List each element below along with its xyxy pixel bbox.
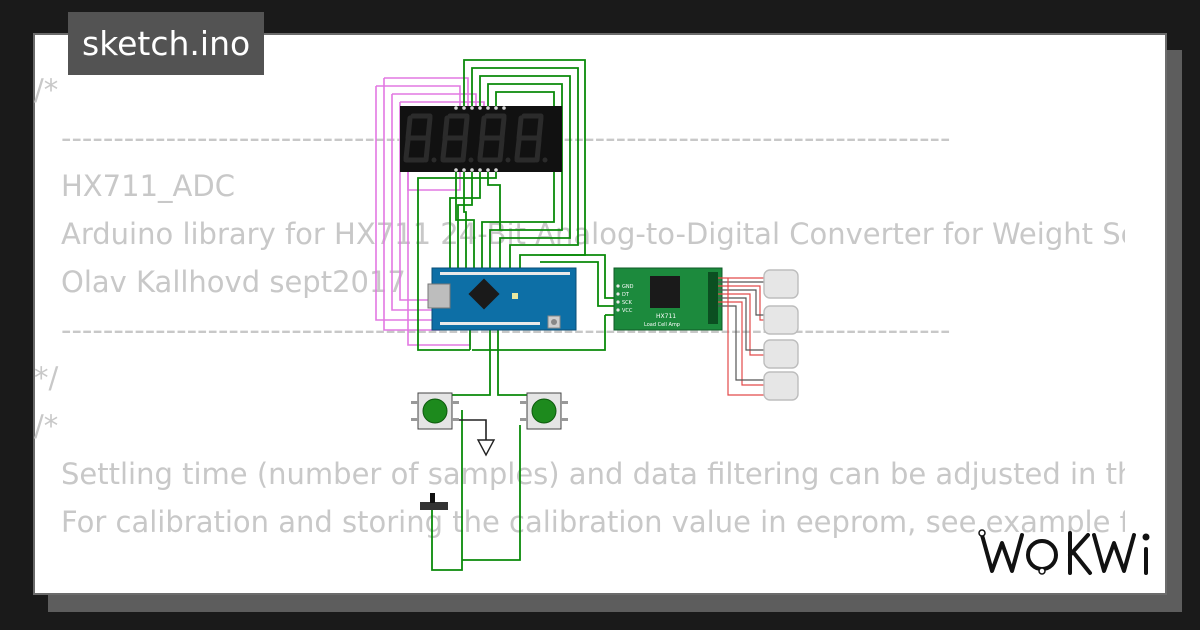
code-line: Olav Kallhovd sept2017 bbox=[61, 265, 406, 299]
hx711-pin-dt: DT bbox=[622, 292, 630, 298]
display-segment bbox=[405, 115, 413, 141]
green-wires bbox=[417, 59, 616, 571]
arduino-nano bbox=[427, 267, 577, 331]
code-line: Arduino library for HX711 24-Bit Analog-… bbox=[61, 217, 1125, 251]
wokwi-logo bbox=[978, 529, 1150, 575]
display-segment bbox=[460, 137, 468, 163]
code-line: HX711_ADC bbox=[61, 169, 235, 203]
display-segment bbox=[462, 115, 470, 141]
pushbutton-right bbox=[520, 392, 568, 430]
display-segment bbox=[514, 137, 522, 161]
seven-segment-display bbox=[400, 106, 562, 172]
display-segment bbox=[403, 137, 411, 161]
hx711-caption: Load Cell Amp bbox=[644, 322, 680, 328]
code-line: /* bbox=[34, 73, 59, 107]
display-segment bbox=[516, 115, 524, 141]
display-segment bbox=[534, 137, 542, 163]
display-decimal-point bbox=[542, 157, 548, 163]
display-segment bbox=[499, 115, 507, 141]
load-cell-wires bbox=[718, 277, 770, 396]
slide-switch bbox=[420, 493, 448, 510]
code-line: /* bbox=[34, 409, 59, 443]
hx711-pin-gnd: GND bbox=[622, 284, 634, 290]
code-line: */ bbox=[34, 361, 59, 395]
display-decimal-point bbox=[468, 157, 474, 163]
code-line: For calibration and storing the calibrat… bbox=[61, 505, 1125, 539]
hx711-module: GND DT SCK VCC HX711 Load Cell Amp bbox=[613, 267, 723, 331]
display-segment bbox=[536, 115, 544, 141]
display-segment bbox=[497, 137, 505, 163]
display-segment bbox=[423, 137, 431, 163]
hx711-pin-sck: SCK bbox=[622, 300, 633, 306]
code-line: Settling time (number of samples) and da… bbox=[61, 457, 1125, 491]
display-segment bbox=[425, 115, 433, 141]
code-editor: /*--------------------------------------… bbox=[34, 66, 1134, 546]
pushbutton-left bbox=[411, 392, 459, 430]
display-segment bbox=[479, 115, 487, 141]
display-segment bbox=[440, 137, 448, 161]
preview-card bbox=[33, 33, 1167, 595]
display-segment bbox=[442, 115, 450, 141]
display-segment bbox=[477, 137, 485, 161]
display-decimal-point bbox=[505, 157, 511, 163]
hx711-chip-label: HX711 bbox=[656, 313, 676, 320]
display-decimal-point bbox=[431, 157, 437, 163]
hx711-pin-vcc: VCC bbox=[622, 308, 633, 314]
load-cells bbox=[763, 269, 799, 401]
ground-icon bbox=[476, 439, 496, 457]
file-tab[interactable]: sketch.ino bbox=[68, 12, 265, 75]
